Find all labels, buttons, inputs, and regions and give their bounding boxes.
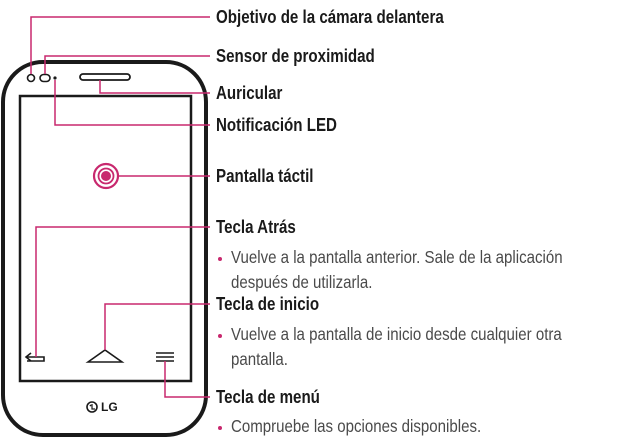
callout-proximity-sensor bbox=[44, 55, 210, 74]
label-back-key: Tecla Atrás bbox=[216, 217, 296, 237]
desc-home-key-line2: pantalla. bbox=[231, 349, 288, 369]
desc-back-key-line1: Vuelve a la pantalla anterior. Sale de l… bbox=[231, 247, 563, 267]
callout-home-key bbox=[104, 303, 210, 350]
lg-brand-text: LG bbox=[101, 400, 118, 414]
label-proximity-sensor: Sensor de proximidad bbox=[216, 46, 375, 66]
front-camera-lens bbox=[26, 73, 36, 83]
touch-inner-dot bbox=[101, 171, 111, 181]
bullet-menu-key bbox=[218, 426, 222, 430]
desc-menu-key-line1: Compruebe las opciones disponibles. bbox=[231, 416, 482, 436]
callout-back-key bbox=[35, 226, 210, 357]
proximity-sensor-shape bbox=[39, 73, 51, 83]
callout-notification-led bbox=[54, 80, 210, 126]
label-front-camera: Objetivo de la cámara delantera bbox=[216, 7, 444, 27]
back-arrow-icon bbox=[24, 352, 45, 362]
label-notification-led: Notificación LED bbox=[216, 115, 337, 135]
label-touch-screen: Pantalla táctil bbox=[216, 166, 314, 186]
callout-earpiece bbox=[99, 80, 210, 94]
desc-back-key-line2: después de utilizarla. bbox=[231, 272, 373, 292]
bullet-back-key bbox=[218, 257, 222, 261]
bullet-home-key bbox=[218, 334, 222, 338]
notification-led-dot bbox=[53, 76, 57, 80]
label-home-key: Tecla de inicio bbox=[216, 294, 320, 314]
label-menu-key: Tecla de menú bbox=[216, 387, 320, 407]
callout-menu-key bbox=[164, 361, 210, 398]
home-key-icon bbox=[85, 349, 125, 363]
lg-logo-icon bbox=[86, 401, 98, 413]
callout-front-camera bbox=[30, 16, 210, 74]
label-earpiece: Auricular bbox=[216, 83, 283, 103]
desc-home-key-line1: Vuelve a la pantalla de inicio desde cua… bbox=[231, 324, 562, 344]
earpiece-slot bbox=[79, 73, 131, 81]
